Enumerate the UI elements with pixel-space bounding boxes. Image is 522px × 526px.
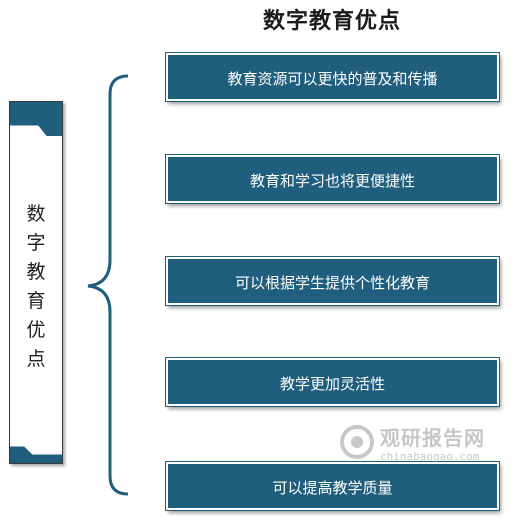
advantage-box-3: 可以根据学生提供个性化教育 [165,256,500,306]
curly-brace [87,74,129,496]
advantage-box-2: 教育和学习也将更便捷性 [165,154,500,204]
side-label-char: 数 [26,203,46,225]
side-label-char: 教 [26,261,46,283]
diagram-title: 数字教育优点 [262,9,401,34]
panel-top-tab [10,102,62,136]
panel-bottom-tab [10,446,62,463]
advantage-box-4: 教学更加灵活性 [165,357,500,407]
side-label: 数 字 教 育 优 点 [10,200,62,374]
advantage-label: 教学更加灵活性 [279,375,385,393]
watermark: 观研报告网 chinabaogao.com [336,420,516,468]
advantage-label: 可以提高教学质量 [272,479,393,497]
watermark-url: chinabaogao.com [380,450,480,463]
advantage-label: 教育资源可以更快的普及和传播 [227,70,438,88]
side-label-char: 字 [26,232,46,254]
side-label-char: 育 [26,290,46,312]
advantage-label: 可以根据学生提供个性化教育 [234,274,430,292]
side-panel: 数 字 教 育 优 点 [9,101,63,464]
watermark-logo-icon [340,425,374,459]
side-label-char: 优 [26,319,46,341]
side-label-char: 点 [26,348,46,370]
advantage-box-1: 教育资源可以更快的普及和传播 [165,52,500,102]
advantage-label: 教育和学习也将更便捷性 [249,172,415,190]
advantage-box-5: 可以提高教学质量 [165,461,500,511]
watermark-name: 观研报告网 [380,426,485,450]
